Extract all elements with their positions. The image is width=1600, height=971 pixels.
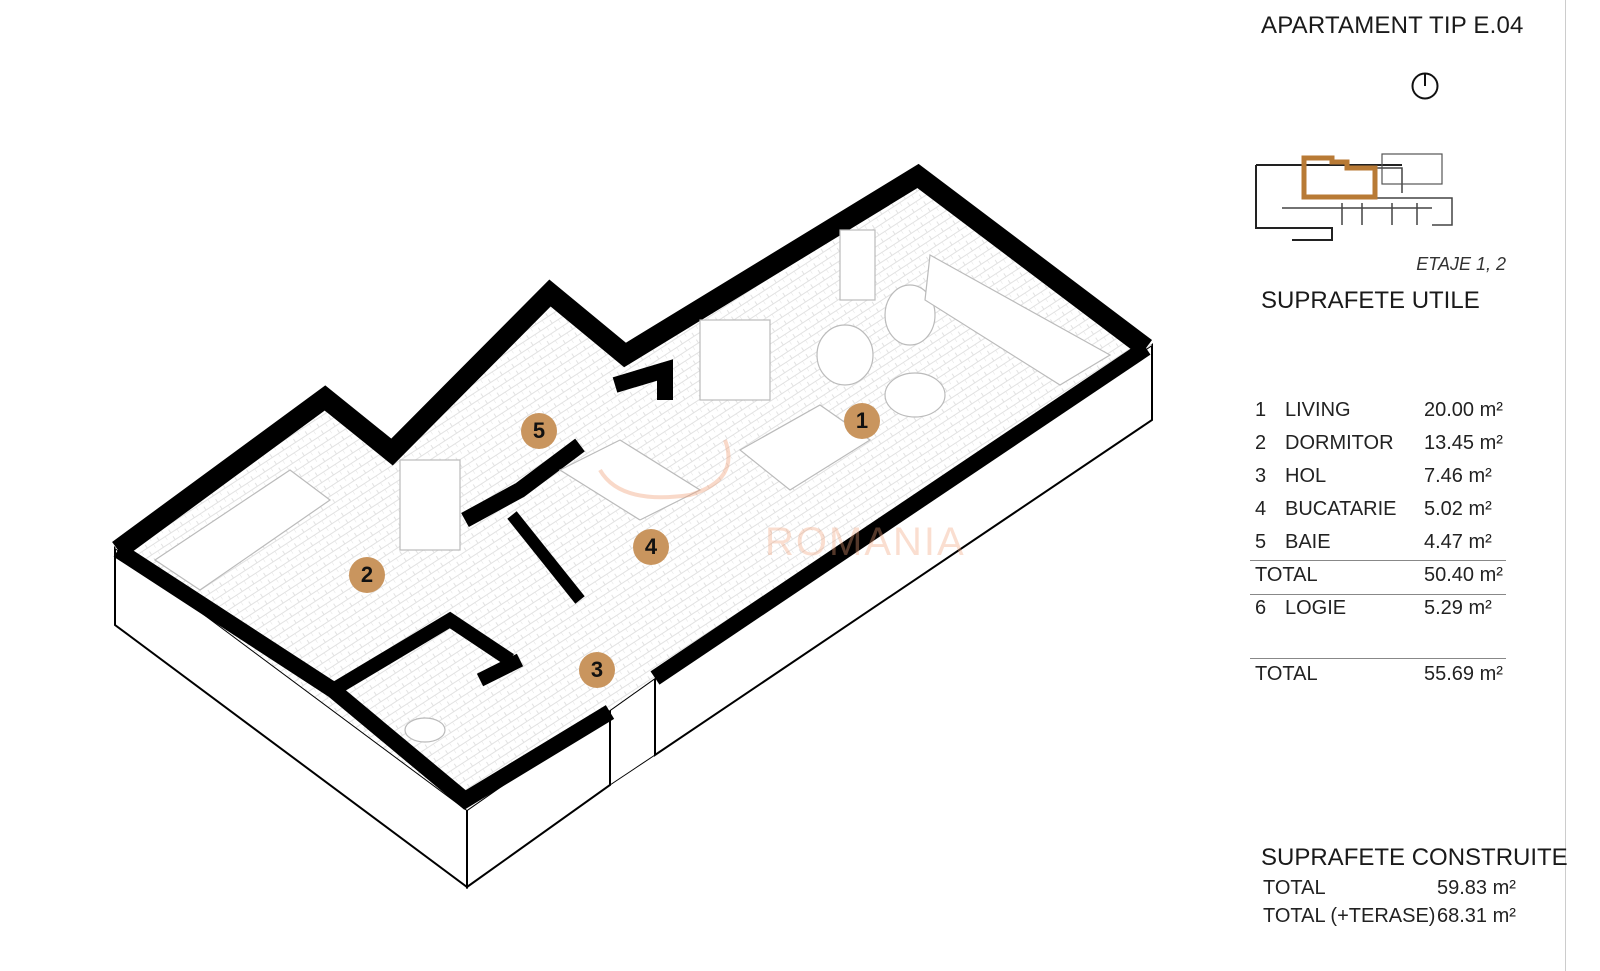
room-row: 4 BUCATARIE 5.02 m²: [1255, 498, 1507, 528]
room-area: 7.46 m²: [1424, 465, 1492, 487]
north-compass-icon: [1411, 72, 1439, 100]
room-row: 6 LOGIE 5.29 m²: [1255, 597, 1507, 627]
keyplan-highlight: [1301, 155, 1378, 200]
outer-wall-front-left: [113, 543, 615, 810]
total-value: 55.69 m²: [1424, 663, 1503, 685]
outer-wall-front: [650, 341, 1151, 685]
room-number: 5: [1255, 531, 1267, 553]
building-keyplan: [1255, 153, 1453, 241]
room-name: HOL: [1285, 465, 1327, 487]
built-areas-heading: SUPRAFETE CONSTRUITE: [1261, 844, 1568, 871]
subtotal-row: TOTAL 50.40 m²: [1255, 564, 1507, 594]
isometric-floor-plan: [112, 163, 1153, 889]
room-area: 20.00 m²: [1424, 399, 1503, 421]
page-title: APARTAMENT TIP E.04: [1261, 12, 1524, 39]
watermark-logo-arc: [598, 439, 731, 500]
room-name: DORMITOR: [1285, 432, 1394, 454]
room-badge-2: 2: [349, 557, 385, 593]
built-value: 68.31 m²: [1437, 905, 1516, 927]
divider: [1250, 560, 1506, 561]
built-value: 59.83 m²: [1437, 877, 1516, 899]
subtotal-label: TOTAL: [1255, 564, 1318, 586]
room-area: 4.47 m²: [1424, 531, 1492, 553]
room-area: 5.02 m²: [1424, 498, 1492, 520]
room-badge-1: 1: [844, 403, 880, 439]
interior-wall: [612, 359, 673, 400]
room-area: 13.45 m²: [1424, 432, 1503, 454]
room-row: 2 DORMITOR 13.45 m²: [1255, 432, 1507, 462]
divider: [1250, 658, 1506, 659]
room-number: 1: [1255, 399, 1267, 421]
page-border: [1565, 0, 1566, 971]
room-row: 5 BAIE 4.47 m²: [1255, 531, 1507, 561]
room-number: 2: [1255, 432, 1267, 454]
room-number: 4: [1255, 498, 1267, 520]
interior-wall: [329, 611, 514, 697]
divider: [1250, 594, 1506, 595]
room-area: 5.29 m²: [1424, 597, 1492, 619]
furniture: [153, 229, 1112, 743]
total-label: TOTAL: [1255, 663, 1318, 685]
room-badge-5: 5: [521, 413, 557, 449]
interior-wall: [461, 438, 585, 528]
interior-wall: [476, 653, 524, 687]
room-row: 1 LIVING 20.00 m²: [1255, 399, 1507, 429]
outer-wall: [112, 163, 1153, 559]
built-label: TOTAL (+TERASE): [1263, 905, 1436, 927]
built-row: TOTAL (+TERASE) 68.31 m²: [1263, 905, 1516, 928]
subtotal-value: 50.40 m²: [1424, 564, 1503, 586]
room-number: 6: [1255, 597, 1267, 619]
interior-wall: [507, 511, 585, 604]
room-name: BAIE: [1285, 531, 1331, 553]
room-badge-4: 4: [633, 529, 669, 565]
room-badge-3: 3: [579, 652, 615, 688]
room-name: LOGIE: [1285, 597, 1347, 619]
useful-areas-heading: SUPRAFETE UTILE: [1261, 287, 1480, 314]
room-row: 3 HOL 7.46 m²: [1255, 465, 1507, 495]
floors-label: ETAJE 1, 2: [1416, 254, 1506, 274]
watermark: ROMANIA: [765, 520, 966, 564]
total-row: TOTAL 55.69 m²: [1255, 663, 1507, 693]
room-number: 3: [1255, 465, 1267, 487]
room-name: LIVING: [1285, 399, 1351, 421]
built-label: TOTAL: [1263, 877, 1326, 899]
built-row: TOTAL 59.83 m²: [1263, 877, 1516, 900]
room-name: BUCATARIE: [1285, 498, 1397, 520]
